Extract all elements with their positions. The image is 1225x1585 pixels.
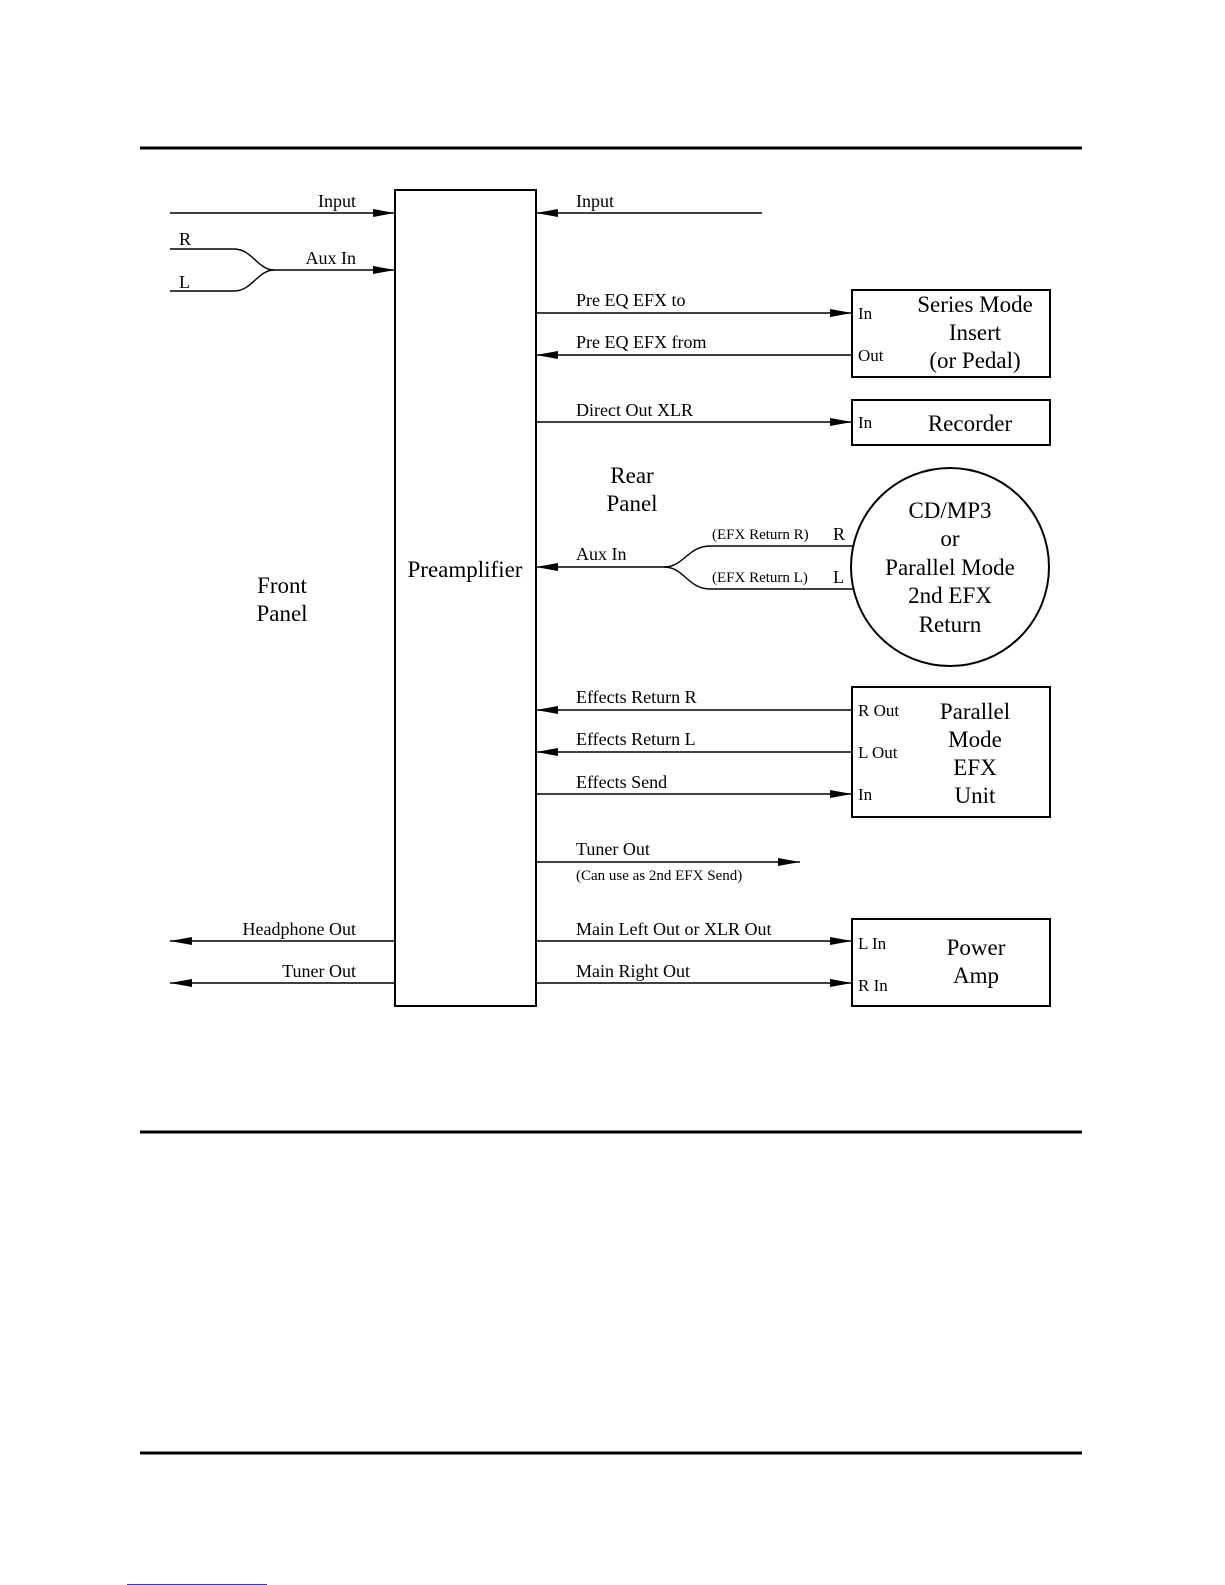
recorder-box xyxy=(851,399,1051,446)
cd-label-4: 2nd EFX xyxy=(908,583,992,608)
parallel-label-4: Unit xyxy=(955,783,997,808)
series-in-port: In xyxy=(858,304,873,323)
front-tuner-out-label: Tuner Out xyxy=(282,961,356,981)
parallel-label-2: Mode xyxy=(948,727,1002,752)
pre-eq-to-label: Pre EQ EFX to xyxy=(576,290,686,310)
parallel-label-1: Parallel xyxy=(940,699,1010,724)
power-amp-box xyxy=(851,918,1051,1007)
series-label-1: Series Mode xyxy=(917,292,1033,317)
power-label-1: Power xyxy=(947,935,1006,960)
rear-aux-in-label: Aux In xyxy=(576,544,627,564)
rear-panel-label: Rear xyxy=(610,463,654,488)
parallel-efx-box xyxy=(851,686,1051,818)
cd-label-1: CD/MP3 xyxy=(908,498,991,523)
efx-return-r-label: (EFX Return R) xyxy=(712,527,809,543)
front-panel-label-2: Panel xyxy=(256,601,307,626)
front-aux-r-label: R xyxy=(179,229,191,249)
main-left-out-label: Main Left Out or XLR Out xyxy=(576,919,771,939)
rear-input-label: Input xyxy=(576,191,614,211)
rear-tuner-out-label: Tuner Out xyxy=(576,839,650,859)
cd-label-5: Return xyxy=(919,612,982,637)
tuner-out-note: (Can use as 2nd EFX Send) xyxy=(576,868,742,884)
series-label-2: Insert xyxy=(949,320,1002,345)
effects-return-r-label: Effects Return R xyxy=(576,687,697,707)
front-input-label: Input xyxy=(318,191,356,211)
parallel-in-port: In xyxy=(858,785,873,804)
front-aux-r-wire xyxy=(170,248,275,271)
parallel-l-out-port: L Out xyxy=(858,743,898,762)
cd-mp3-circle xyxy=(850,467,1050,667)
parallel-r-out-port: R Out xyxy=(858,701,899,720)
cd-l-port: L xyxy=(833,567,844,587)
cd-label-2: or xyxy=(940,526,960,551)
front-aux-l-label: L xyxy=(179,272,190,292)
series-out-port: Out xyxy=(858,346,884,365)
efx-return-l-label: (EFX Return L) xyxy=(712,570,808,586)
recorder-in-port: In xyxy=(858,413,873,432)
direct-out-label: Direct Out XLR xyxy=(576,400,693,420)
parallel-label-3: EFX xyxy=(953,755,997,780)
series-mode-box xyxy=(851,289,1051,378)
effects-return-l-label: Effects Return L xyxy=(576,729,696,749)
front-aux-in-label: Aux In xyxy=(306,248,357,268)
effects-send-label: Effects Send xyxy=(576,772,667,792)
power-label-2: Amp xyxy=(953,963,999,988)
headphone-out-label: Headphone Out xyxy=(243,919,356,939)
front-aux-l-wire xyxy=(170,269,275,292)
cd-label-3: Parallel Mode xyxy=(885,555,1015,580)
main-right-out-label: Main Right Out xyxy=(576,961,690,981)
power-r-in-port: R In xyxy=(858,976,888,995)
power-l-in-port: L In xyxy=(858,934,887,953)
rear-panel-label-2: Panel xyxy=(606,491,657,516)
series-label-3: (or Pedal) xyxy=(929,348,1020,373)
preamplifier-label: Preamplifier xyxy=(408,557,523,582)
recorder-label: Recorder xyxy=(928,411,1013,436)
efx-return-l-wire xyxy=(663,566,854,590)
pre-eq-from-label: Pre EQ EFX from xyxy=(576,332,706,352)
cd-r-port: R xyxy=(833,524,845,544)
efx-return-r-wire xyxy=(663,545,854,568)
front-panel-label: Front xyxy=(257,573,307,598)
preamplifier-block xyxy=(394,189,537,1007)
